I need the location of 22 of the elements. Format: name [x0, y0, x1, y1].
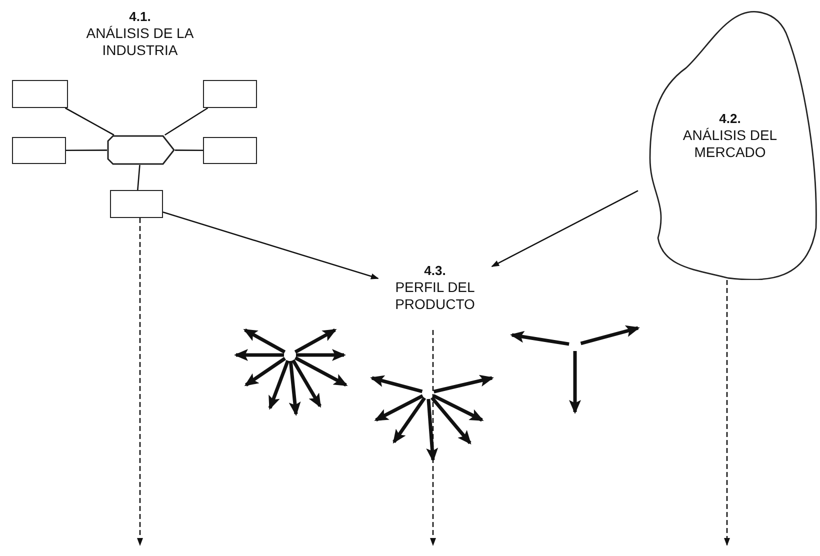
section-title: ANÁLISIS DE LA INDUSTRIA [85, 25, 195, 59]
process-box [110, 190, 163, 218]
connector-line [175, 150, 203, 151]
connector-line [64, 107, 114, 136]
arrow [162, 212, 379, 280]
arrow [491, 190, 638, 267]
arrow [724, 280, 730, 546]
section-number: 4.2. [718, 110, 742, 127]
process-box [12, 137, 66, 164]
connector-line [164, 107, 208, 136]
process-box [203, 80, 257, 108]
connector-line [137, 164, 140, 190]
arrow [430, 330, 436, 546]
section-number: 4.1. [128, 8, 152, 25]
section-title: ANÁLISIS DEL MERCADO [682, 127, 778, 161]
process-box [203, 137, 257, 164]
arrow [137, 218, 143, 546]
connector-line [66, 150, 107, 152]
section-number: 4.3. [423, 262, 447, 279]
section-title: PERFIL DEL PRODUCTO [394, 279, 476, 313]
hub-shape [107, 135, 175, 165]
process-box [12, 80, 68, 108]
